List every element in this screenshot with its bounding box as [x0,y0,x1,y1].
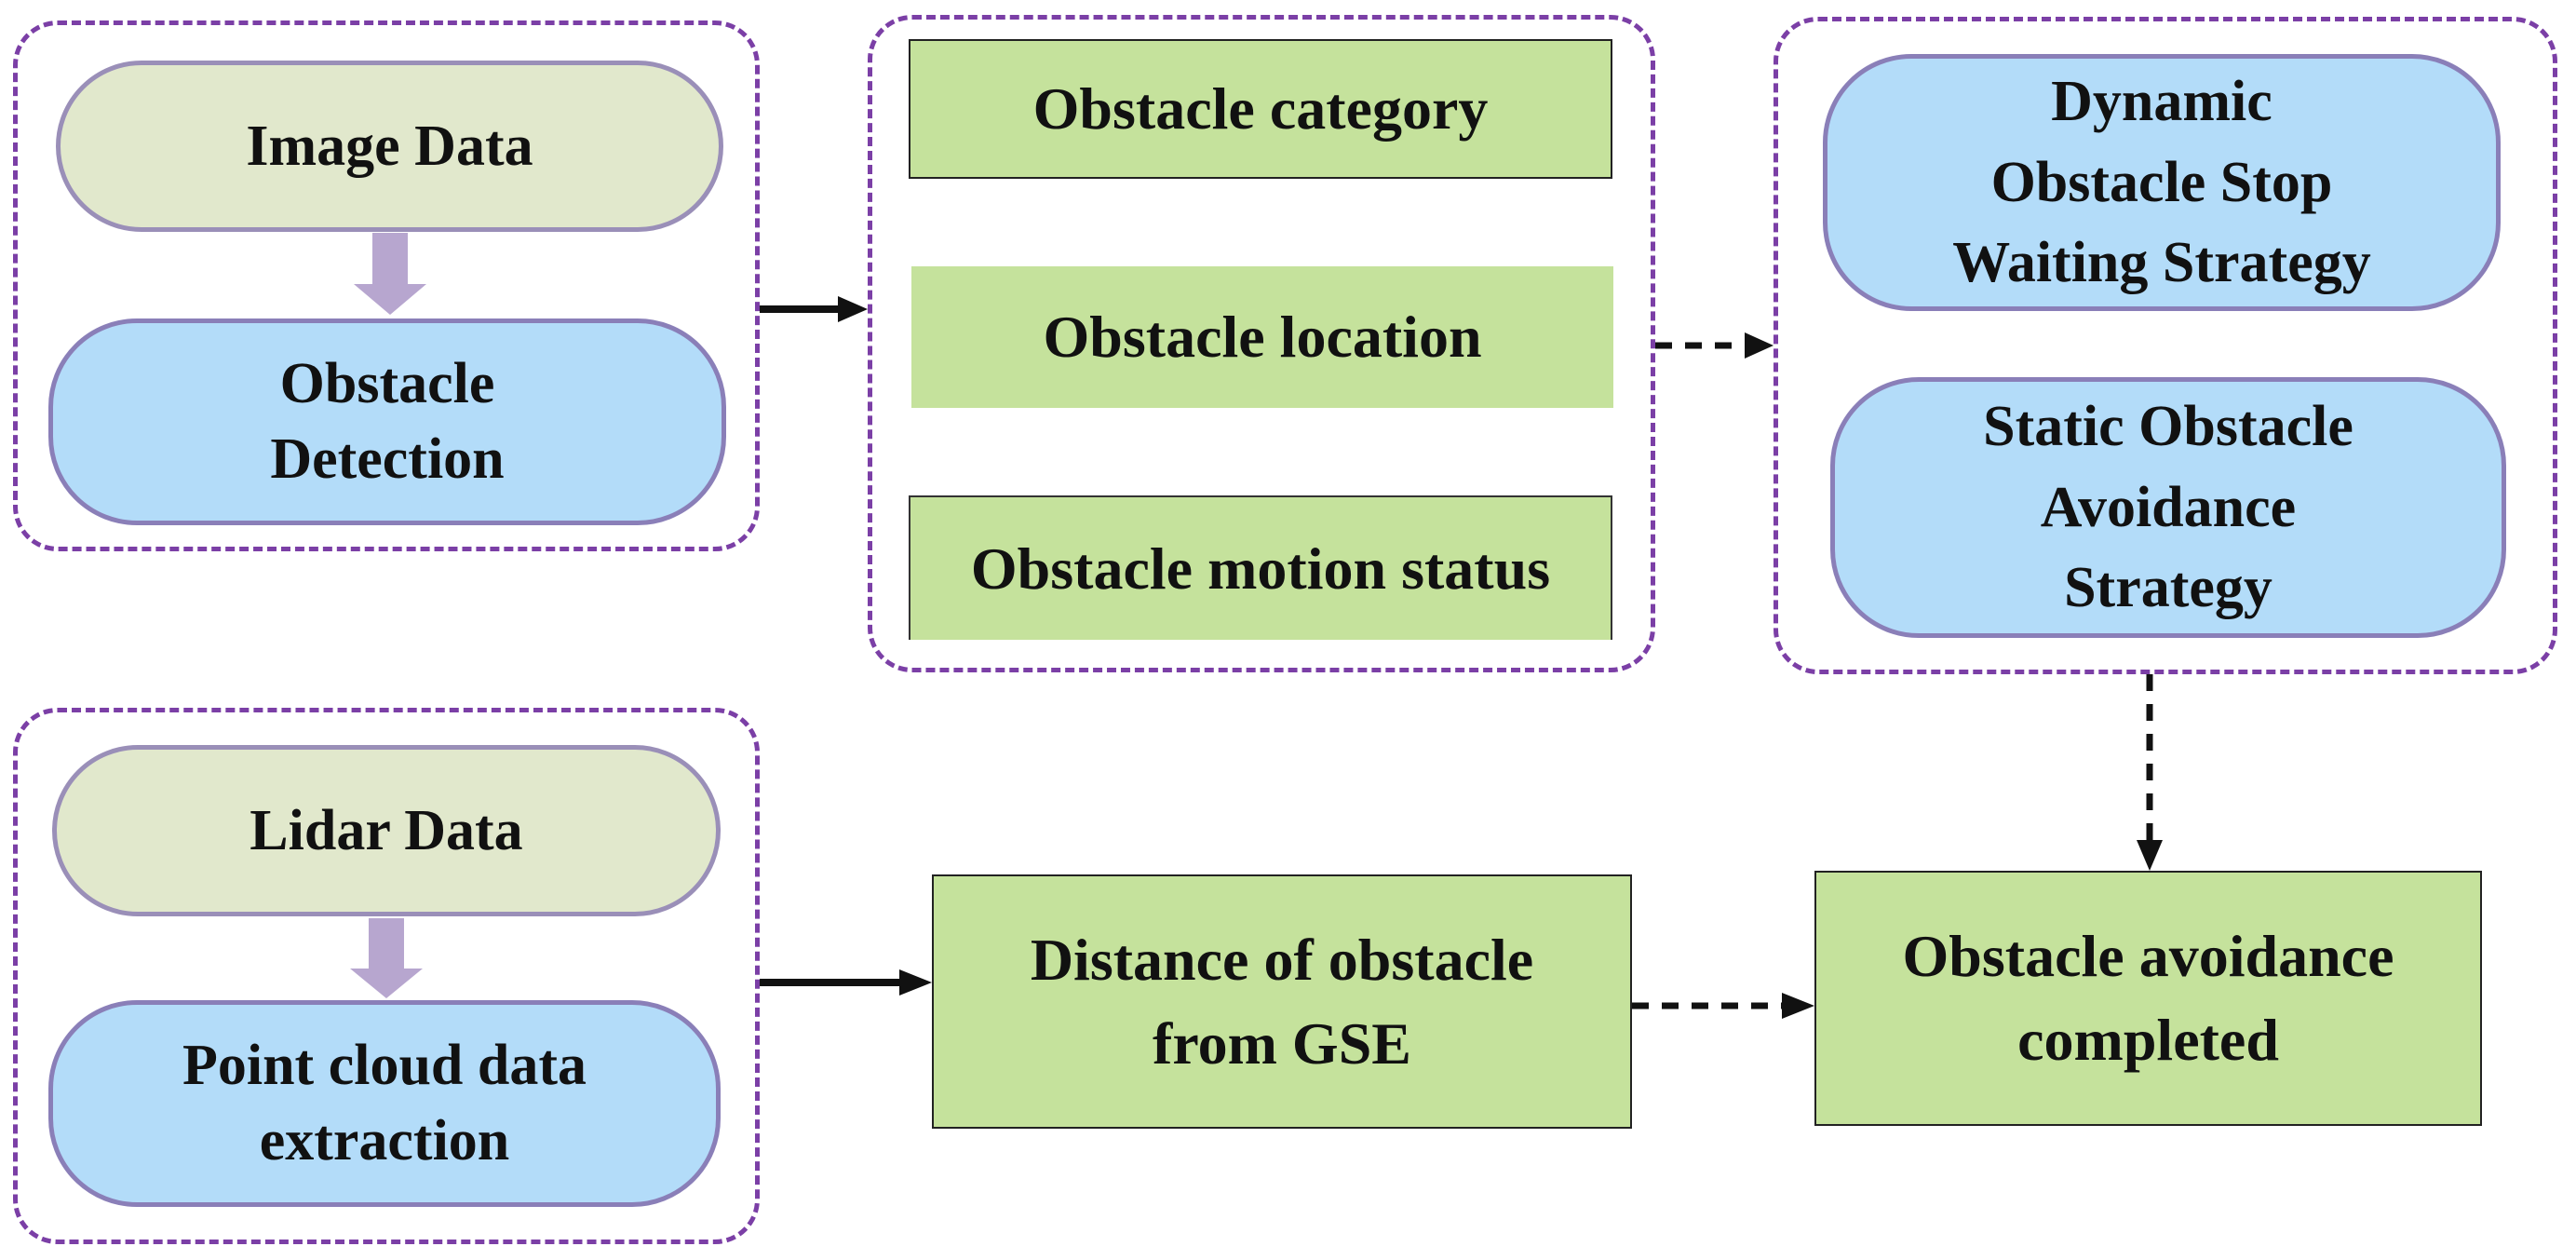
group-strategies [1774,17,2557,674]
static-strategy-label: Static Obstacle Avoidance Strategy [1983,394,2353,620]
group-image-pipeline [13,20,760,551]
down-arrow-lidar-to-pointcloud [350,918,423,998]
arrow-distance-to-completed [1632,993,1814,1019]
point-cloud-label: Point cloud data extraction [182,1034,587,1172]
avoidance-completed-box: Obstacle avoidance completed [1814,871,2482,1126]
dynamic-strategy-node: Dynamic Obstacle Stop Waiting Strategy [1823,54,2501,311]
obstacle-detection-node: Obstacle Detection [48,318,726,525]
obstacle-motion-status-label: Obstacle motion status [970,535,1551,602]
group-lidar-pipeline [13,708,760,1244]
down-arrow-image-to-detection [354,233,426,315]
obstacle-motion-status-box: Obstacle motion status [909,495,1612,640]
image-data-node: Image Data [56,61,723,232]
distance-box: Distance of obstacle from GSE [932,874,1632,1129]
static-strategy-node: Static Obstacle Avoidance Strategy [1830,377,2506,638]
obstacle-category-label: Obstacle category [1032,75,1489,142]
arrow-detection-to-attributes [760,296,868,322]
obstacle-detection-label: Obstacle Detection [270,352,505,491]
distance-label: Distance of obstacle from GSE [1030,926,1534,1077]
arrow-strategies-to-completed [2137,674,2163,871]
arrow-lidar-to-distance [760,969,932,996]
obstacle-location-box: Obstacle location [911,266,1613,408]
group-obstacle-attributes [868,15,1655,672]
lidar-data-label: Lidar Data [250,798,523,862]
point-cloud-node: Point cloud data extraction [48,1000,721,1207]
lidar-data-node: Lidar Data [52,745,721,916]
image-data-label: Image Data [246,114,533,178]
arrow-attributes-to-strategies [1655,332,1774,359]
obstacle-location-label: Obstacle location [1043,304,1482,371]
obstacle-category-box: Obstacle category [909,39,1612,179]
avoidance-completed-label: Obstacle avoidance completed [1902,923,2394,1073]
dynamic-strategy-label: Dynamic Obstacle Stop Waiting Strategy [1952,69,2371,295]
